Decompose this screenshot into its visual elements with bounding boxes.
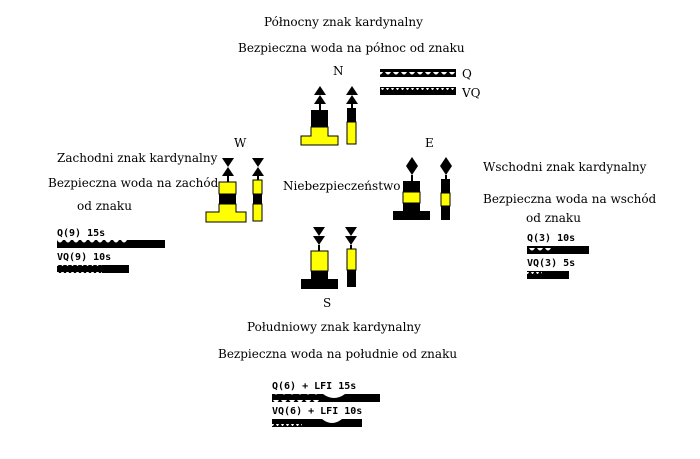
- west-title: Zachodni znak kardynalny: [57, 151, 218, 165]
- south-light-vq6-lfi-strip: [272, 419, 362, 427]
- west-spar-buoy: [205, 158, 247, 223]
- east-pillar-buoy: [440, 157, 452, 220]
- west-light-vq9-label: VQ(9) 10s: [57, 252, 112, 263]
- west-safe-water-note-2: od znaku: [77, 199, 132, 213]
- south-light-q6-lfi-strip: [272, 394, 380, 402]
- east-light-vq3-label: VQ(3) 5s: [527, 258, 576, 269]
- south-spar-buoy: [301, 227, 338, 289]
- east-safe-water-note-2: od znaku: [526, 211, 581, 225]
- north-spar-buoy: [300, 86, 339, 146]
- east-safe-water-note: Bezpieczna woda na wschód: [483, 192, 657, 206]
- south-safe-water-note: Bezpieczna woda na południe od znaku: [218, 347, 458, 361]
- north-title: Północny znak kardynalny: [264, 15, 423, 29]
- south-title: Południowy znak kardynalny: [247, 320, 421, 334]
- east-light-vq3-strip: [527, 271, 569, 279]
- north-light-q-label: Q: [462, 67, 472, 81]
- west-pillar-buoy: [252, 158, 264, 222]
- danger-label: Niebezpieczeństwo: [283, 179, 401, 193]
- south-pillar-buoy: [345, 227, 357, 287]
- west-light-vq9-strip: [57, 265, 129, 273]
- west-letter: W: [234, 136, 247, 150]
- north-light-vq-label: VQ: [462, 86, 481, 100]
- south-light-vq6-lfi-label: VQ(6) + LFI 10s: [272, 406, 363, 417]
- west-safe-water-note: Bezpieczna woda na zachód: [48, 176, 219, 190]
- north-light-q-strip: [380, 69, 456, 77]
- north-light-vq-strip: [380, 87, 456, 95]
- south-letter: S: [323, 296, 332, 310]
- west-light-q9-strip: [57, 240, 165, 248]
- west-light-q9-label: Q(9) 15s: [57, 228, 106, 239]
- north-pillar-buoy: [346, 86, 358, 145]
- east-light-q3-label: Q(3) 10s: [527, 233, 576, 244]
- east-title: Wschodni znak kardynalny: [483, 160, 647, 174]
- north-letter: N: [333, 64, 344, 78]
- east-letter: E: [425, 136, 434, 150]
- east-light-q3-strip: [527, 246, 589, 254]
- east-spar-buoy: [393, 157, 430, 220]
- north-safe-water-note: Bezpieczna woda na północ od znaku: [238, 41, 465, 55]
- south-light-q6-lfi-label: Q(6) + LFI 15s: [272, 381, 357, 392]
